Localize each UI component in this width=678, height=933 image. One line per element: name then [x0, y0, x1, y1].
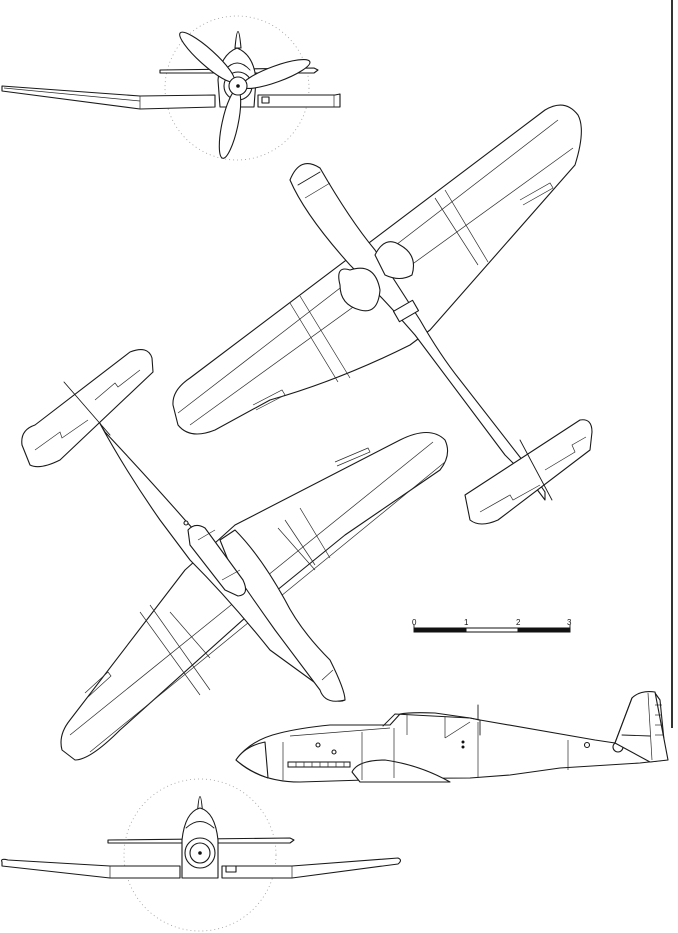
cockpit-canopy [187, 524, 247, 597]
fin [234, 30, 242, 49]
left-wing [1, 858, 181, 879]
scale-bar [413, 624, 571, 633]
access-port [315, 742, 321, 748]
side-view [235, 691, 669, 783]
left-wing [1, 85, 216, 110]
right-wing [257, 93, 341, 108]
access-port [331, 749, 337, 755]
antenna-mount [183, 520, 189, 526]
propeller-arc [164, 15, 310, 161]
propeller-arc [123, 778, 277, 932]
fuselage-side [235, 692, 667, 783]
canopy-fairing [374, 241, 415, 280]
intake [225, 865, 237, 873]
forward-fuselage [219, 529, 346, 702]
spinner-side [235, 741, 269, 779]
scale-label-3: 3 [567, 618, 572, 627]
right-wing [221, 857, 402, 879]
plan-view-lower [21, 349, 449, 761]
access-port [583, 741, 591, 749]
scale-label-0: 0 [412, 618, 417, 627]
page-border-line [671, 0, 673, 728]
intake [261, 96, 270, 104]
front-view-top [1, 15, 341, 161]
radiator-scoop [351, 759, 451, 783]
radiator-hatch [392, 299, 420, 323]
scale-label-2: 2 [516, 618, 521, 627]
scale-label-1: 1 [464, 618, 469, 627]
canopy-fairing [338, 267, 381, 312]
vertical-fin [614, 691, 669, 763]
exhaust-stacks [287, 761, 351, 768]
front-view-bottom [1, 778, 402, 932]
plan-view-upper [172, 104, 593, 525]
fuselage [289, 163, 546, 501]
scale-segment-2-3 [517, 627, 571, 633]
horizontal-tail [464, 419, 593, 525]
scale-segment-1-2 [465, 627, 519, 633]
scale-segment-0-1 [413, 627, 467, 633]
horizontal-tail [21, 349, 154, 468]
